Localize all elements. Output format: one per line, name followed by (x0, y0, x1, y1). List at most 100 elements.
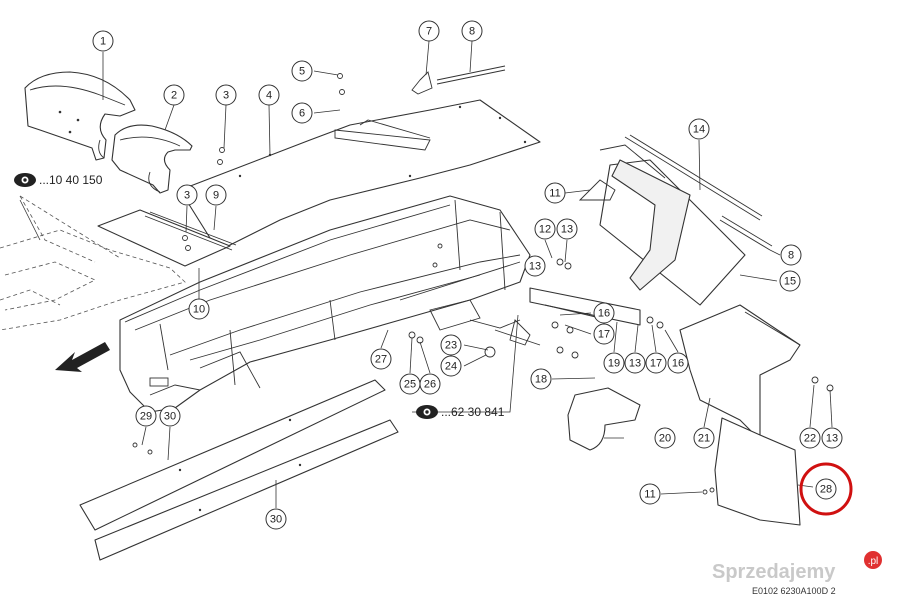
drawing-code: E0102 6230A100D 2 (752, 586, 836, 596)
callout-28: 28 (815, 478, 837, 500)
callout-11: 11 (639, 483, 661, 505)
callout-17: 17 (593, 323, 615, 345)
callout-circle (593, 323, 615, 345)
callout-circle (639, 483, 661, 505)
part-2-cover (111, 124, 193, 194)
ghost-frame (0, 195, 186, 331)
callout-circle (258, 84, 280, 106)
callout-9: 9 (205, 184, 227, 206)
callout-11: 11 (544, 182, 566, 204)
callout-16: 16 (593, 302, 615, 324)
callout-label: 27 (375, 354, 387, 366)
callout-label: 5 (299, 66, 305, 78)
callout-label: 13 (629, 358, 641, 370)
callout-label: 14 (693, 124, 705, 136)
callout-circle (688, 118, 710, 140)
callout-circle (603, 352, 625, 374)
callout-24: 24 (440, 355, 462, 377)
part-20-guard (567, 387, 641, 451)
callout-2: 2 (163, 84, 185, 106)
callout-label: 30 (164, 411, 176, 423)
part-19-tube (529, 287, 641, 326)
callout-18: 18 (530, 368, 552, 390)
watermark-badge (864, 551, 882, 569)
callout-23: 23 (440, 334, 462, 356)
callout-label: 4 (266, 90, 272, 102)
hinge-bracket (399, 261, 541, 358)
callout-label: 10 (193, 304, 205, 316)
callout-4: 4 (258, 84, 280, 106)
callout-circle (440, 334, 462, 356)
watermark: Sprzedajemy .pl (712, 551, 882, 583)
callout-30: 30 (265, 508, 287, 530)
reference-62-30-841: ...62 30 841 (416, 405, 505, 419)
callout-circle (291, 60, 313, 82)
callout-circle (419, 373, 441, 395)
callout-label: 17 (598, 329, 610, 341)
callout-13: 13 (821, 427, 843, 449)
callout-1: 1 (92, 30, 114, 52)
callout-13: 13 (524, 255, 546, 277)
callout-8: 8 (780, 244, 802, 266)
callout-14: 14 (688, 118, 710, 140)
callout-label: 12 (539, 224, 551, 236)
callout-circle (693, 427, 715, 449)
callout-circle (780, 244, 802, 266)
callout-circle (779, 270, 801, 292)
callout-label: 8 (788, 250, 794, 262)
callout-circle (265, 508, 287, 530)
callout-label: 16 (598, 308, 610, 320)
callout-label: 22 (804, 433, 816, 445)
reference-text: ...10 40 150 (39, 173, 103, 187)
callout-29: 29 (135, 405, 157, 427)
highlight-ring (799, 462, 853, 516)
callout-circle (418, 20, 440, 42)
callout-label: 11 (644, 489, 655, 501)
callout-label: 11 (549, 188, 560, 200)
callout-20: 20 (654, 427, 676, 449)
callout-label: 3 (223, 90, 229, 102)
callout-label: 24 (445, 361, 457, 373)
callout-circle (92, 30, 114, 52)
callout-label: 13 (826, 433, 838, 445)
part-8-springs (436, 65, 773, 251)
callout-circle (159, 405, 181, 427)
callout-circle (654, 427, 676, 449)
callout-27: 27 (370, 348, 392, 370)
callout-label: 9 (213, 190, 219, 202)
callout-19: 19 (603, 352, 625, 374)
eye-icon (14, 173, 36, 187)
callout-17: 17 (645, 352, 667, 374)
callout-21: 21 (693, 427, 715, 449)
callout-label: 19 (608, 358, 620, 370)
callout-circle (205, 184, 227, 206)
callout-label: 18 (535, 374, 547, 386)
callout-22: 22 (799, 427, 821, 449)
callout-circle (370, 348, 392, 370)
watermark-suffix: .pl (868, 556, 879, 567)
callout-circle (815, 478, 837, 500)
callout-label: 25 (404, 379, 416, 391)
callout-circle (799, 427, 821, 449)
callout-5: 5 (291, 60, 313, 82)
callout-label: 13 (561, 224, 573, 236)
part-30-rails (79, 379, 399, 561)
eye-icon (416, 405, 438, 419)
callout-10: 10 (188, 298, 210, 320)
callout-circle (215, 84, 237, 106)
direction-arrow-icon (55, 342, 110, 372)
part-1-cover (24, 71, 136, 161)
callout-circle (821, 427, 843, 449)
callout-circle (556, 218, 578, 240)
callout-circle (593, 302, 615, 324)
callout-label: 28 (820, 484, 832, 496)
callout-label: 6 (299, 108, 305, 120)
callout-label: 20 (659, 433, 671, 445)
watermark-text: Sprzedajemy (712, 561, 836, 583)
callout-circle (176, 184, 198, 206)
callout-circle (461, 20, 483, 42)
callout-15: 15 (779, 270, 801, 292)
